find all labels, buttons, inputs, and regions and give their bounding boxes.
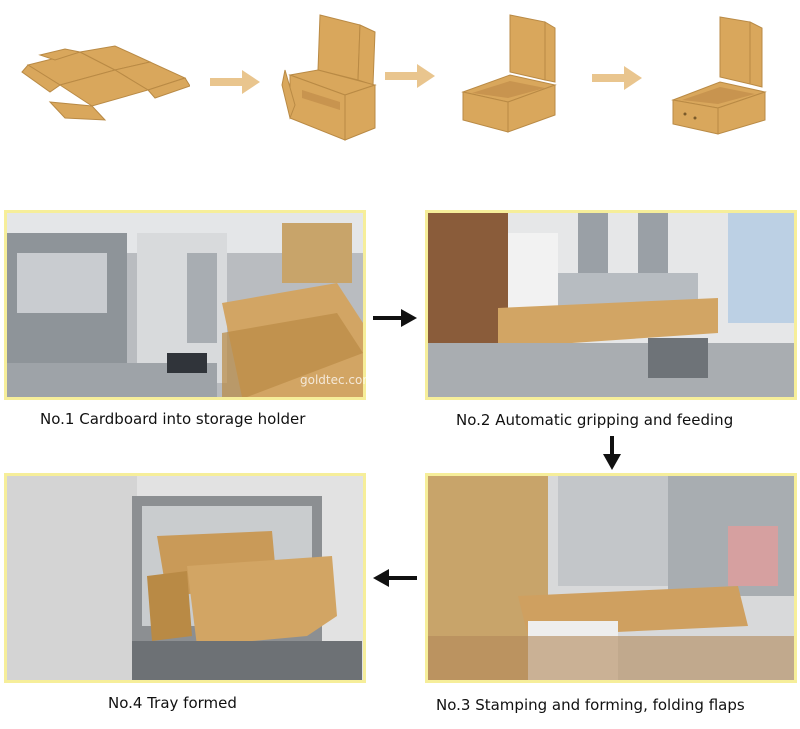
flow-arrow-icon — [592, 66, 642, 90]
photo-stamping-forming — [425, 473, 797, 683]
caption-step-3: No.3 Stamping and forming, folding flaps — [436, 696, 745, 714]
photo-cardboard-storage-holder — [4, 210, 366, 400]
partially-folded-box-icon — [281, 14, 377, 141]
finished-tray-icon — [671, 16, 767, 135]
watermark: goldtec.com — [300, 373, 375, 387]
caption-step-4: No.4 Tray formed — [108, 694, 237, 712]
tray-with-lid-icon — [461, 14, 557, 133]
photo-tray-formed — [4, 473, 366, 683]
caption-step-2: No.2 Automatic gripping and feeding — [456, 411, 734, 429]
flat-cardboard-blank-icon — [21, 45, 190, 121]
flow-arrow-icon — [210, 70, 260, 94]
arrow-right-icon — [373, 309, 417, 327]
folding-diagram — [0, 0, 800, 170]
arrow-down-icon — [603, 436, 621, 470]
caption-step-1: No.1 Cardboard into storage holder — [40, 410, 306, 428]
flow-arrow-icon — [385, 64, 435, 88]
arrow-left-icon — [373, 569, 417, 587]
photo-automatic-gripping-feeding — [425, 210, 797, 400]
